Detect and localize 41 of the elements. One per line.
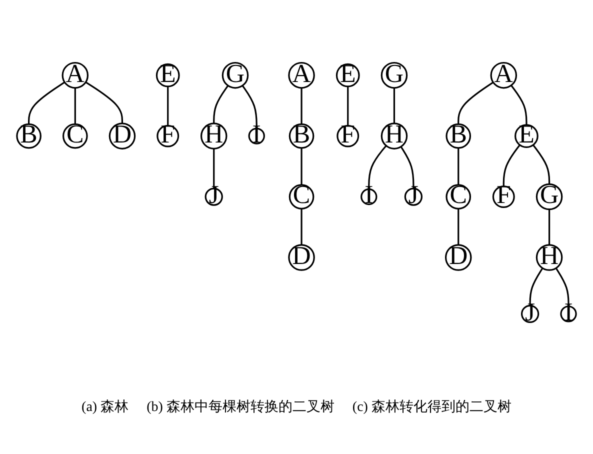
connector <box>300 209 302 246</box>
node-circle: H <box>380 123 408 150</box>
caption: (a) 森林 <box>82 398 129 416</box>
node-circle: A <box>62 62 89 90</box>
connector <box>510 85 528 126</box>
node-circle: B <box>446 124 472 150</box>
caption: (c) 森林转化得到的二叉树 <box>352 398 512 416</box>
caption: (b) 森林中每棵树转换的二叉树 <box>146 398 334 416</box>
node-circle: H <box>200 123 228 150</box>
node-circle: G <box>380 62 408 90</box>
node-circle: B <box>16 124 42 150</box>
node-circle: C <box>62 124 88 150</box>
node-circle: H <box>536 244 563 272</box>
node-circle: B <box>288 124 314 150</box>
connector <box>532 144 550 185</box>
node-circle: C <box>288 184 314 210</box>
connector <box>300 148 302 186</box>
connector <box>458 82 494 125</box>
connector <box>548 210 550 246</box>
connector <box>529 268 544 306</box>
connector <box>458 209 460 246</box>
connector <box>502 144 520 187</box>
connector <box>300 88 302 125</box>
node-circle: G <box>222 62 249 90</box>
connector <box>458 148 460 186</box>
node-circle: A <box>288 62 315 90</box>
node-circle: A <box>490 62 518 90</box>
connector <box>213 149 215 189</box>
connector <box>347 86 349 126</box>
connector <box>167 86 169 126</box>
connector <box>85 82 124 124</box>
node-circle: G <box>536 184 563 211</box>
connector <box>400 146 414 189</box>
node-circle: D <box>288 244 315 272</box>
node-circle: D <box>108 123 136 150</box>
node-circle: C <box>446 184 472 210</box>
connector <box>28 82 66 125</box>
connector <box>213 86 229 124</box>
connector <box>393 88 396 124</box>
node-circle: D <box>444 244 472 272</box>
connector <box>74 88 76 125</box>
